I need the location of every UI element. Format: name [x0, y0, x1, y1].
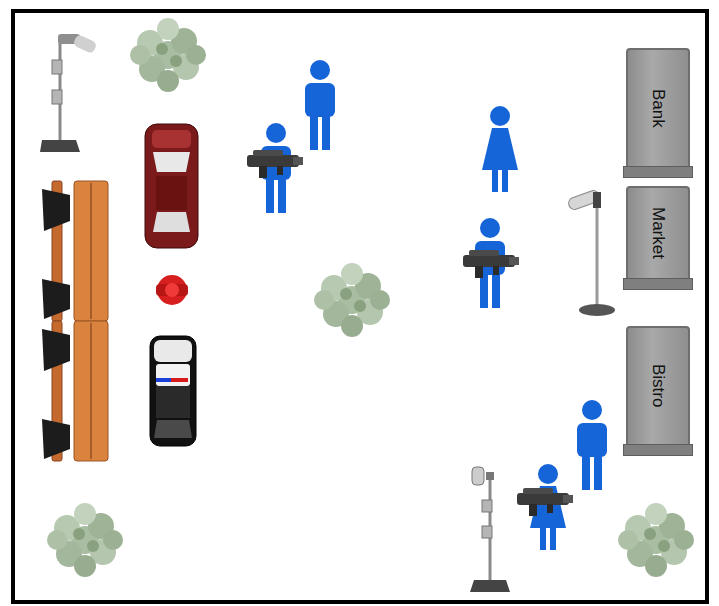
building-label: Market	[648, 207, 668, 259]
building-face: Market	[626, 186, 690, 280]
building-label: Bistro	[648, 364, 668, 407]
building-base	[623, 444, 693, 456]
building-base	[623, 278, 693, 290]
building-label: Bank	[648, 89, 668, 128]
building-face: Bistro	[626, 326, 690, 446]
building-face: Bank	[626, 48, 690, 168]
building-block: Market	[623, 186, 693, 290]
building-block: Bank	[623, 48, 693, 178]
building-base	[623, 166, 693, 178]
building-block: Bistro	[623, 326, 693, 456]
